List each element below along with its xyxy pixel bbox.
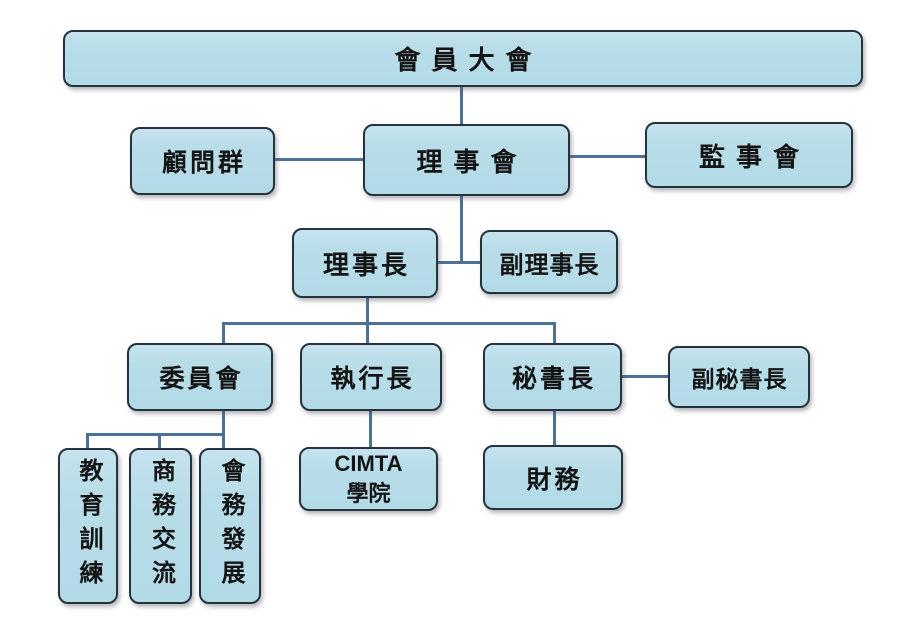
cimta-academy-line1: CIMTA [334,451,403,477]
connector-assembly-board [460,87,463,125]
node-advisory-group-label: 顧問群 [161,149,246,177]
connector-rail-committee-children [86,433,225,436]
node-association-development-label: 會務發展 [217,458,244,594]
cimta-academy-line2: 學院 [346,481,391,506]
connector-secretary-deputy [622,375,668,378]
connector-rail-children [222,322,556,325]
node-association-development: 會務發展 [199,448,261,604]
connector-rail-education [86,433,89,449]
connector-board-chairman [460,196,463,263]
node-advisory-group: 顧問群 [130,127,275,195]
node-supervisory-board-label: 監事會 [698,141,810,172]
node-members-assembly-label: 會員大會 [394,45,543,75]
connector-rail-secretary [553,322,556,344]
node-board-of-directors-label: 理事會 [416,146,528,177]
node-committee-label: 委員會 [159,365,244,393]
node-finance: 財務 [483,445,623,510]
node-deputy-secretary-general-label: 副秘書長 [691,366,788,392]
node-vice-chairman: 副理事長 [480,230,618,294]
connector-secretary-finance [553,411,556,446]
node-education-training: 教育訓練 [58,448,118,604]
node-cimta-academy-label: CIMTA 學院 [334,449,402,508]
node-business-exchange-label: 商務交流 [147,458,175,594]
connector-chairman-vice-chairman [438,261,480,264]
connector-advisors-board [275,158,363,161]
connector-ceo-cimta [369,411,372,448]
node-board-of-directors: 理事會 [363,124,570,196]
connector-committee-down [222,411,225,449]
node-ceo: 執行長 [300,343,442,411]
connector-board-supervisors [570,155,645,158]
connector-rail-committee [222,322,225,344]
node-ceo-label: 執行長 [330,365,415,393]
node-committee: 委員會 [127,343,273,411]
node-secretary-general-label: 秘書長 [511,365,596,393]
node-cimta-academy: CIMTA 學院 [299,447,438,511]
node-deputy-secretary-general: 副秘書長 [668,346,810,408]
node-business-exchange: 商務交流 [129,448,192,604]
connector-rail-business [158,433,161,449]
node-chairman-label: 理事長 [322,249,410,280]
node-members-assembly: 會員大會 [63,30,863,87]
node-chairman: 理事長 [292,228,438,298]
node-finance-label: 財務 [526,465,583,494]
node-vice-chairman-label: 副理事長 [499,251,600,279]
node-secretary-general: 秘書長 [483,343,622,411]
connector-chairman-ceo [366,298,369,344]
node-supervisory-board: 監事會 [645,122,853,188]
node-education-training-label: 教育訓練 [75,458,102,594]
